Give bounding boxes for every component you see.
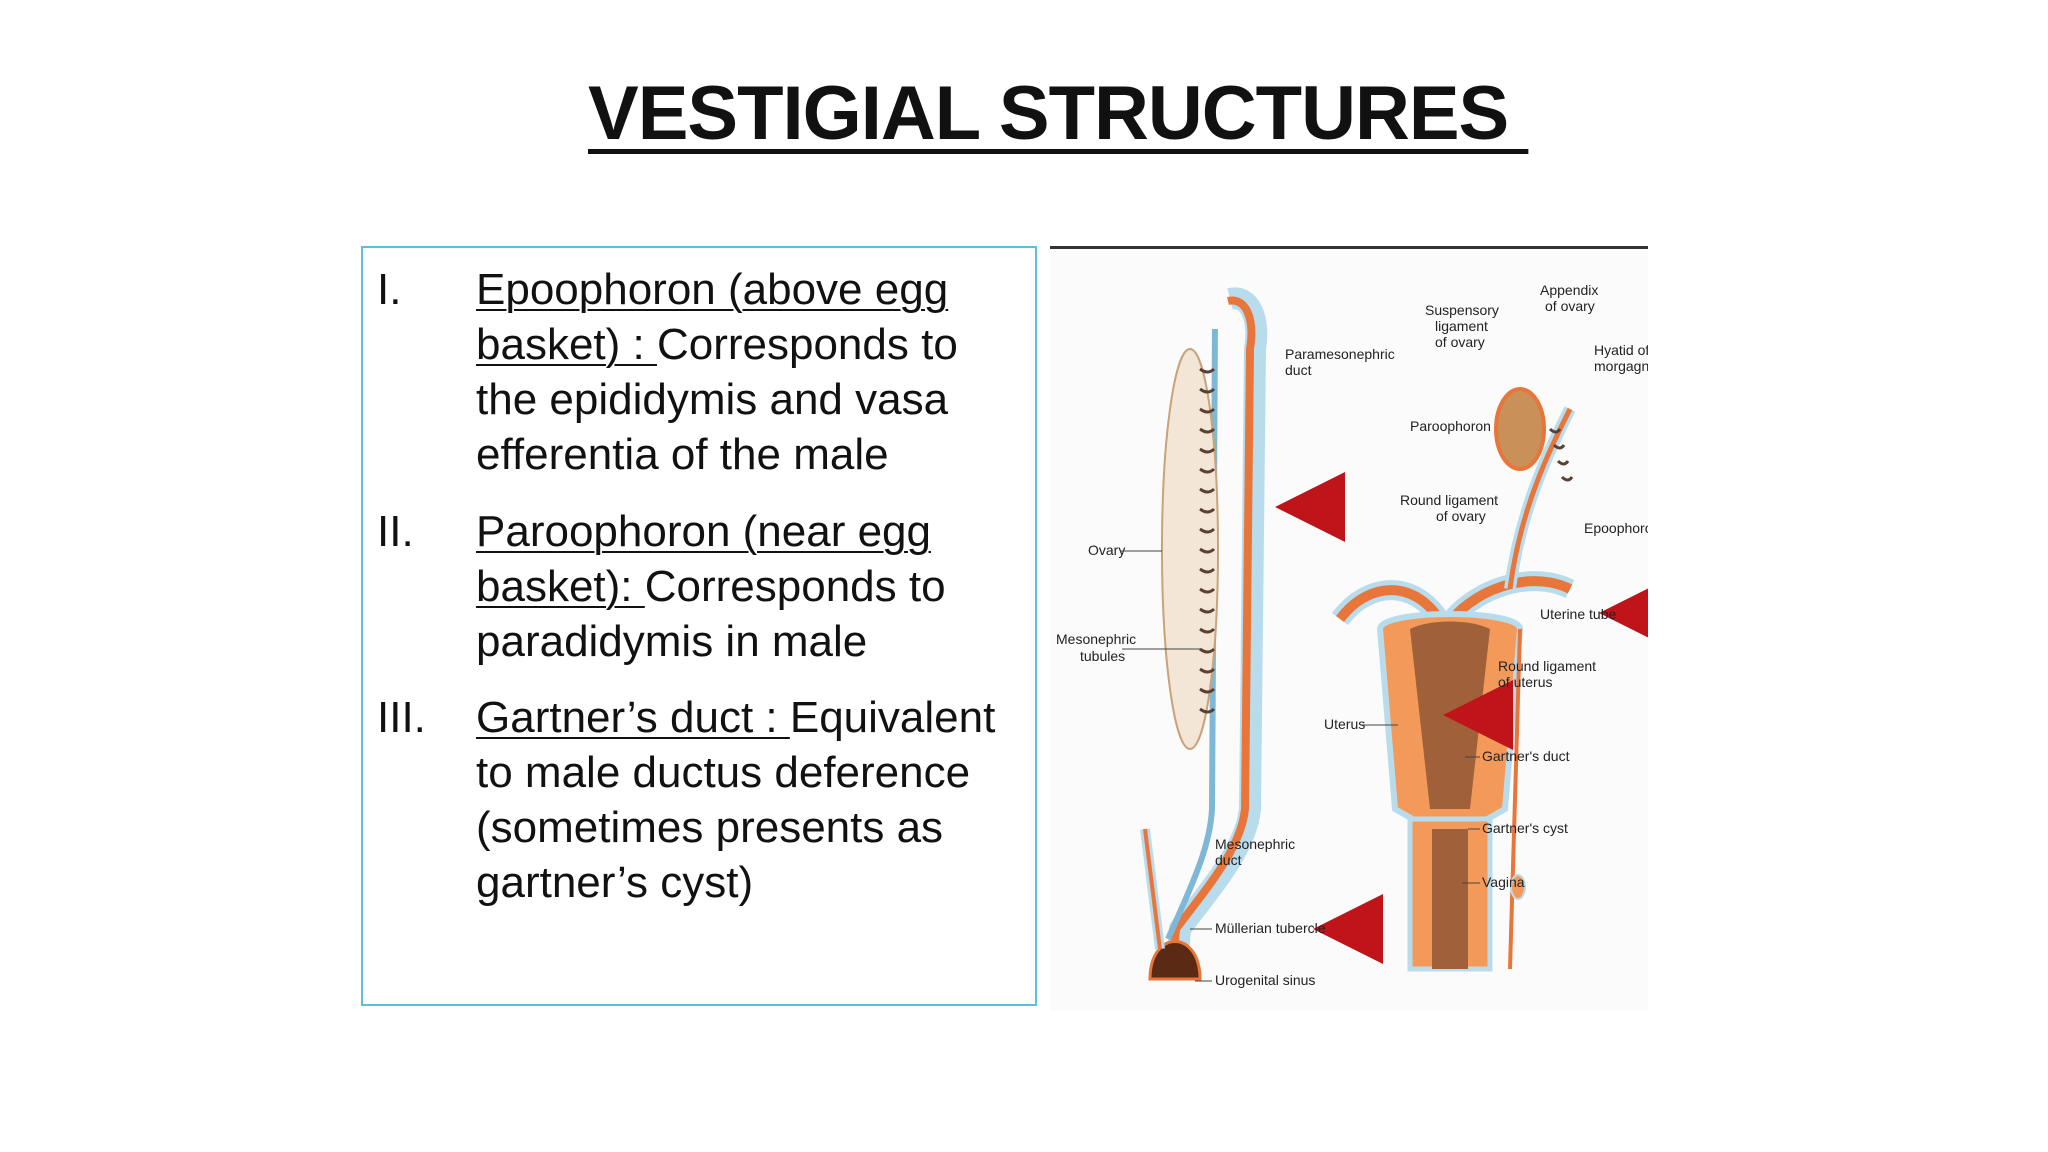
label-mesonephric-tubules: Mesonephric bbox=[1056, 631, 1136, 647]
item-term: Paroophoron (near egg basket): bbox=[476, 507, 931, 611]
item-text: Epoophoron (above egg basket) : Correspo… bbox=[476, 262, 1031, 482]
label-epoophoron: Epoophoron bbox=[1584, 520, 1648, 536]
label-round-ligament-of-uterus-2: of uterus bbox=[1498, 674, 1552, 690]
label-gartners-duct: Gartner's duct bbox=[1482, 748, 1570, 764]
mesonephric-tubules-shape bbox=[1199, 367, 1216, 714]
label-mesonephric-duct: Mesonephric bbox=[1215, 836, 1295, 852]
item-description: Corresponds to paradidymis in male bbox=[476, 562, 946, 666]
label-urogenital-sinus: Urogenital sinus bbox=[1215, 972, 1315, 988]
label-round-ligament-of-uterus: Round ligament bbox=[1498, 658, 1596, 674]
epoophoron-shape bbox=[1548, 427, 1574, 482]
item-term: Gartner’s duct : bbox=[476, 693, 790, 742]
label-gartners-cyst: Gartner's cyst bbox=[1482, 820, 1568, 836]
label-suspensory-ligament-2: ligament bbox=[1435, 318, 1488, 334]
item-text: Gartner’s duct : Equivalent to male duct… bbox=[476, 690, 1031, 910]
label-round-ligament-of-ovary-2: of ovary bbox=[1436, 508, 1486, 524]
label-appendix-of-ovary: Appendix bbox=[1540, 282, 1598, 298]
right-drawing: Suspensory ligament of ovary Appendix of… bbox=[1324, 282, 1648, 972]
label-hydatid-of-morgagni: Hyatid of bbox=[1594, 342, 1648, 358]
item-term: Epoophoron (above egg basket) : bbox=[476, 265, 949, 369]
label-appendix-of-ovary-2: of ovary bbox=[1545, 298, 1595, 314]
gartners-cyst-shape bbox=[1510, 874, 1526, 900]
item-numeral: I. bbox=[377, 265, 402, 314]
left-drawing: Paramesonephric duct Ovary Mesonephric t… bbox=[1056, 287, 1395, 988]
anatomy-figure: Paramesonephric duct Ovary Mesonephric t… bbox=[1050, 246, 1648, 1011]
label-vagina: Vagina bbox=[1482, 874, 1525, 890]
label-mesonephric-duct-2: duct bbox=[1215, 852, 1242, 868]
label-ovary: Ovary bbox=[1088, 542, 1125, 558]
mesonephric-duct-shape bbox=[1165, 328, 1218, 941]
label-uterine-tube: Uterine tube bbox=[1540, 606, 1616, 622]
urogenital-sinus-shape bbox=[1148, 940, 1202, 981]
gartners-duct-shape bbox=[1508, 628, 1522, 970]
anatomy-diagram: Paramesonephric duct Ovary Mesonephric t… bbox=[1056, 282, 1648, 988]
label-hydatid-of-morgagni-2: morgagni bbox=[1594, 358, 1648, 374]
slide-title: VESTIGIAL STRUCTURES bbox=[588, 71, 1529, 156]
item-description: Equivalent to male ductus deference (som… bbox=[476, 693, 996, 907]
item-numeral: III. bbox=[377, 693, 426, 742]
label-round-ligament-of-ovary: Round ligament bbox=[1400, 492, 1498, 508]
label-paramesonephric-duct: Paramesonephric bbox=[1285, 346, 1395, 362]
ovary-shape bbox=[1161, 348, 1219, 750]
label-suspensory-ligament: Suspensory bbox=[1425, 302, 1499, 318]
label-paroophoron: Paroophoron bbox=[1410, 418, 1491, 434]
paramesonephric-duct-shape bbox=[1168, 296, 1256, 980]
label-mullerian-tubercle: Müllerian tubercle bbox=[1215, 920, 1326, 936]
item-numeral: II. bbox=[377, 507, 414, 556]
ovary-right-shape bbox=[1494, 387, 1546, 471]
label-mesonephric-tubules-2: tubules bbox=[1080, 648, 1125, 664]
label-uterus: Uterus bbox=[1324, 716, 1365, 732]
label-suspensory-ligament-3: of ovary bbox=[1435, 334, 1485, 350]
label-paramesonephric-duct-2: duct bbox=[1285, 362, 1312, 378]
item-description: Corresponds to the epididymis and vasa e… bbox=[476, 320, 958, 479]
item-text: Paroophoron (near egg basket): Correspon… bbox=[476, 504, 1031, 669]
content-textbox: I. Epoophoron (above egg basket) : Corre… bbox=[361, 246, 1037, 1006]
